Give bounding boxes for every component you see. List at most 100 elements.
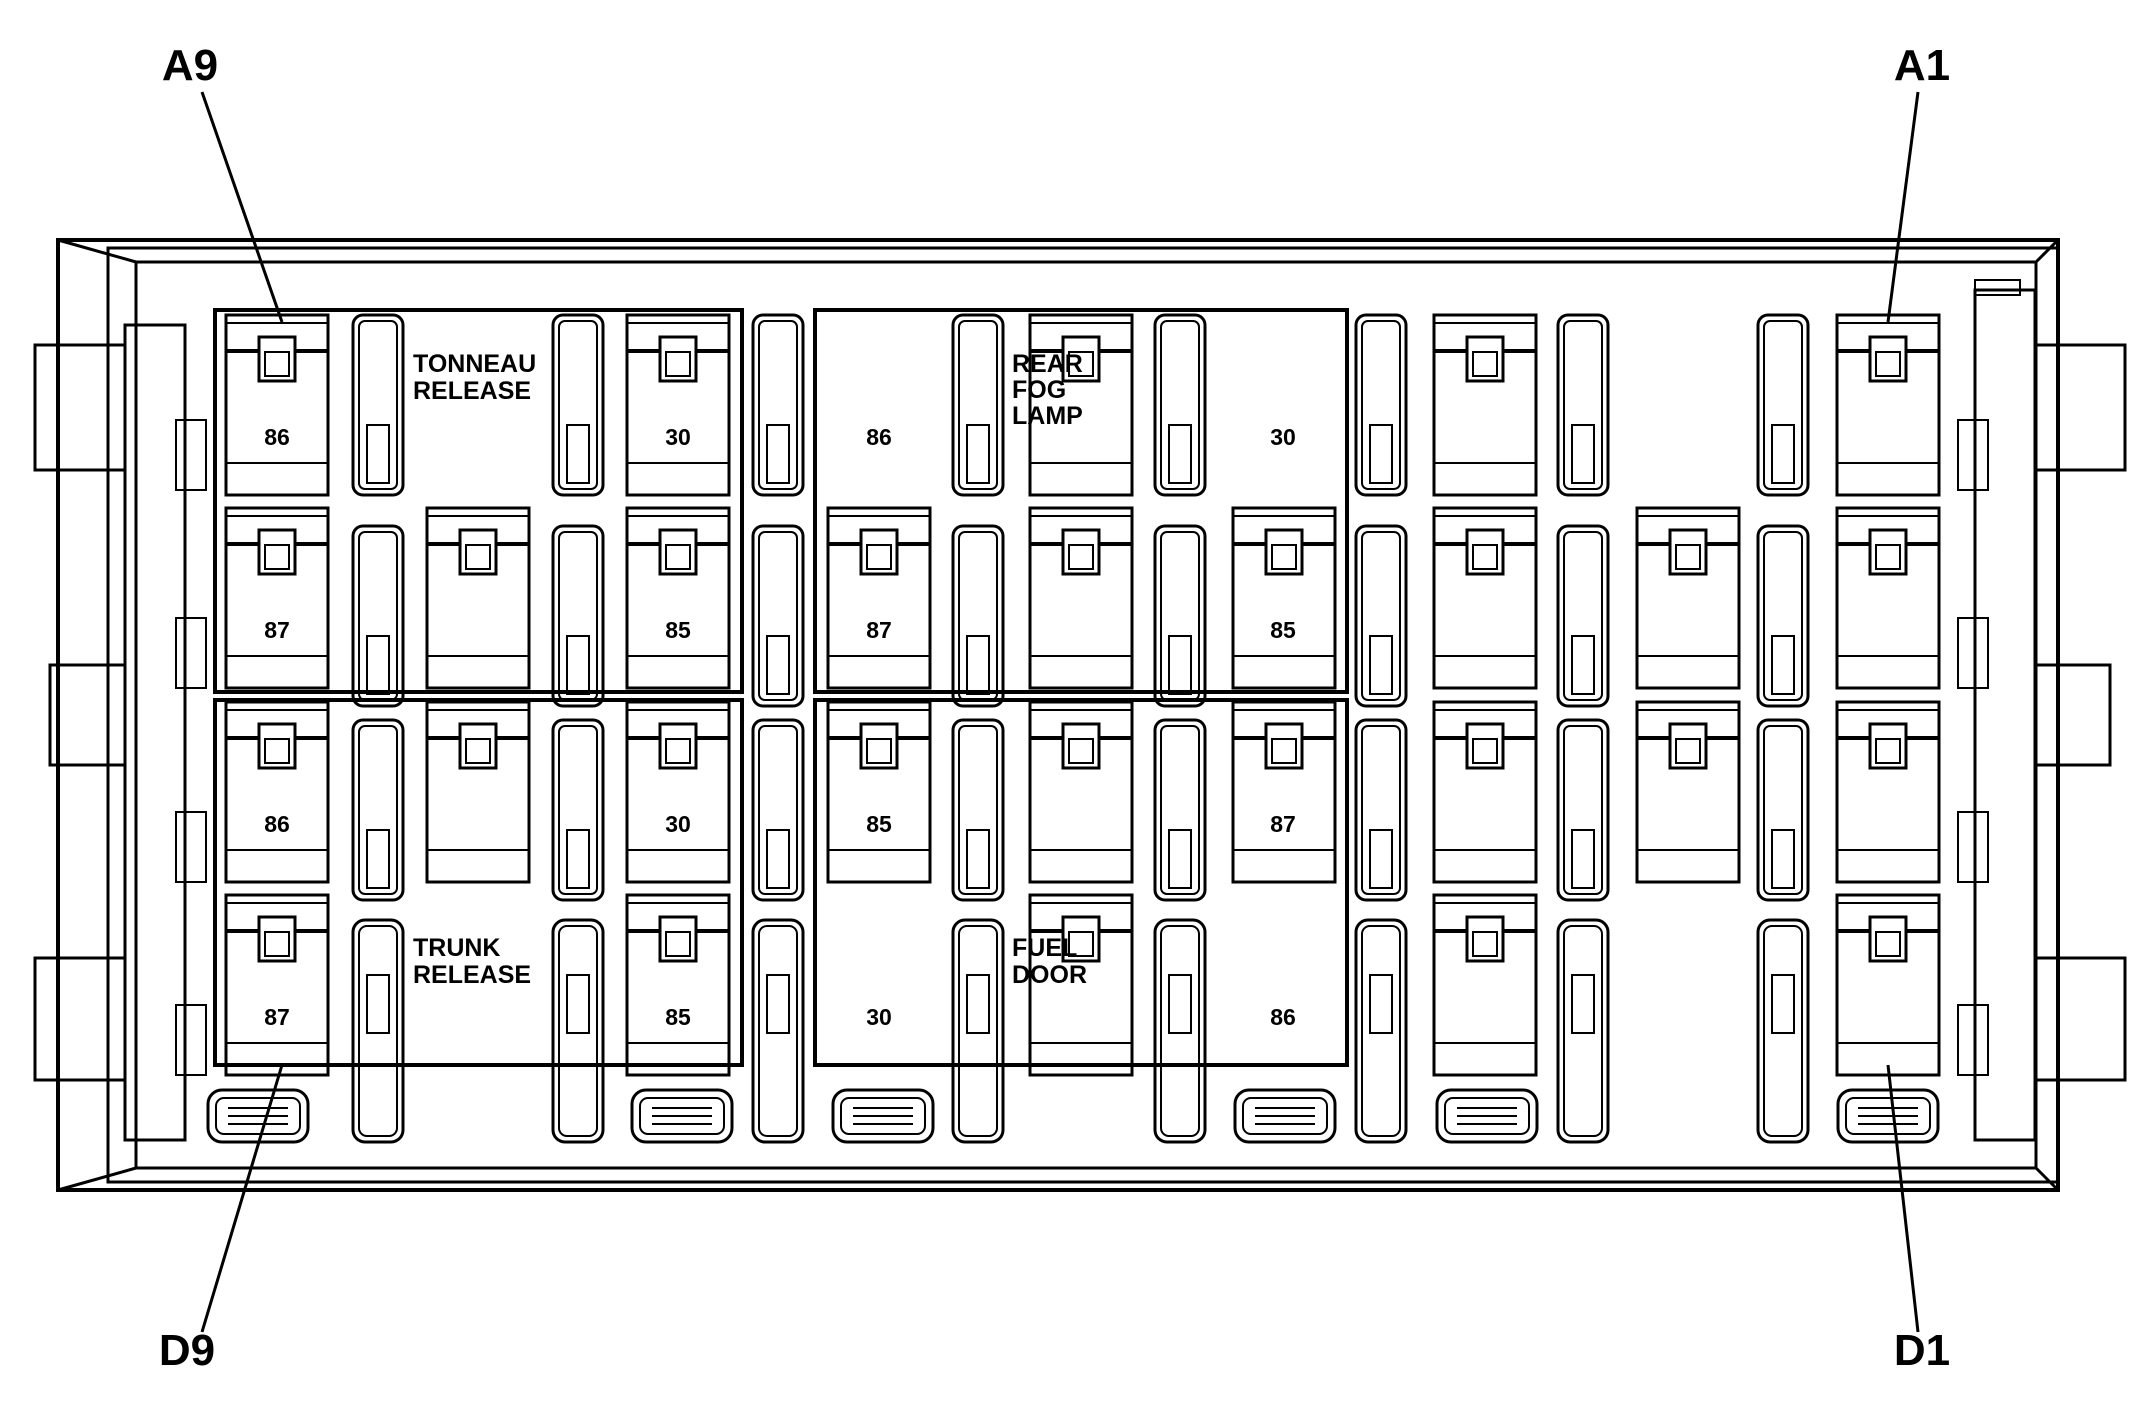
terminal-cavity [1231, 700, 1337, 884]
connector-housing [33, 238, 2127, 1192]
pin-rear-fog-85: 85 [1270, 617, 1296, 643]
locking-slot [1153, 313, 1207, 497]
terminal-cavity [826, 506, 932, 690]
locking-slot [1556, 313, 1610, 497]
terminal-cavity [224, 893, 330, 1077]
relay-outline-trunk [213, 698, 744, 1067]
locking-slot-long [1556, 918, 1610, 1144]
locking-slot [1354, 718, 1408, 902]
pin-tonneau-30: 30 [665, 424, 691, 450]
locking-slot [1756, 313, 1810, 497]
locking-slot [751, 313, 805, 497]
leader-d1 [1886, 1064, 1920, 1333]
pin-trunk-30: 30 [665, 811, 691, 837]
terminal-cavity [625, 506, 731, 690]
terminal-cavity [1432, 700, 1538, 884]
pin-tonneau-85: 85 [665, 617, 691, 643]
relay-outlines [213, 308, 1349, 1067]
keying-oval [1435, 1088, 1539, 1144]
locking-slot [1556, 718, 1610, 902]
keying-oval [1233, 1088, 1337, 1144]
corner-callouts [200, 91, 1920, 1333]
locking-slot [951, 524, 1005, 708]
bottom-keying-ovals [206, 1088, 1940, 1144]
relay-outline-fuel-door [813, 698, 1349, 1067]
locking-slot [1756, 718, 1810, 902]
locking-slot [551, 524, 605, 708]
relay-label-trunk: TRUNK RELEASE [413, 934, 531, 989]
locking-slot-long [751, 918, 805, 1144]
pin-fuel-door-86: 86 [1270, 1004, 1296, 1030]
locking-slot-long [1354, 918, 1408, 1144]
locking-slot [1354, 313, 1408, 497]
pin-trunk-86: 86 [264, 811, 290, 837]
locking-slot [351, 718, 405, 902]
locking-slot [1153, 718, 1207, 902]
terminal-cavity [1432, 893, 1538, 1077]
terminal-cavity [425, 700, 531, 884]
locking-slot [751, 524, 805, 708]
keying-oval [1836, 1088, 1940, 1144]
keying-oval [206, 1088, 310, 1144]
terminal-cavity [1635, 506, 1741, 690]
keying-oval [831, 1088, 935, 1144]
locking-slot-long [951, 918, 1005, 1144]
terminal-cavity [1028, 700, 1134, 884]
terminal-cavity [1028, 506, 1134, 690]
pin-labels: 86 30 87 85 86 30 87 85 86 30 87 85 85 8… [264, 424, 1296, 1030]
locking-slot-long [351, 918, 405, 1144]
pin-fuel-door-87: 87 [1270, 811, 1296, 837]
locking-slot [951, 718, 1005, 902]
terminal-cavity [1635, 700, 1741, 884]
terminal-cavity [1835, 700, 1941, 884]
terminal-cavity [1432, 506, 1538, 690]
leader-a9 [200, 91, 284, 323]
terminal-cavity [1432, 313, 1538, 497]
locking-slot-long [1756, 918, 1810, 1144]
corner-label-d9: D9 [159, 1326, 215, 1375]
pin-tonneau-86: 86 [264, 424, 290, 450]
locking-slot [551, 313, 605, 497]
terminal-cavity [224, 506, 330, 690]
pin-rear-fog-87: 87 [866, 617, 892, 643]
terminal-cavity [625, 313, 731, 497]
relay-label-tonneau: TONNEAU RELEASE [413, 350, 543, 405]
locking-slot [1556, 524, 1610, 708]
locking-slot [351, 313, 405, 497]
locking-slot [1354, 524, 1408, 708]
relay-label-rear-fog: REAR FOG LAMP [1012, 350, 1090, 430]
terminal-cavity [1835, 506, 1941, 690]
pin-rear-fog-86: 86 [866, 424, 892, 450]
corner-label-a1: A1 [1894, 41, 1950, 90]
terminal-slots [351, 313, 1810, 1144]
leader-d9 [200, 1064, 284, 1333]
locking-slot [551, 718, 605, 902]
locking-slot-long [551, 918, 605, 1144]
terminal-cavity [1835, 313, 1941, 497]
locking-slot [951, 313, 1005, 497]
terminal-cavity [1231, 506, 1337, 690]
relay-outline-tonneau [213, 308, 744, 694]
relay-outline-rear-fog [813, 308, 1349, 694]
locking-slot [1756, 524, 1810, 708]
terminal-cavity [625, 893, 731, 1077]
pin-tonneau-87: 87 [264, 617, 290, 643]
pin-fuel-door-85: 85 [866, 811, 892, 837]
terminal-cavity [826, 700, 932, 884]
locking-slot [751, 718, 805, 902]
locking-slot [351, 524, 405, 708]
pin-trunk-87: 87 [264, 1004, 290, 1030]
pin-trunk-85: 85 [665, 1004, 691, 1030]
terminal-cavity [224, 700, 330, 884]
relay-label-fuel-door: FUEL DOOR [1012, 934, 1087, 989]
terminal-cavity [224, 313, 330, 497]
corner-label-d1: D1 [1894, 1326, 1950, 1375]
pin-rear-fog-30: 30 [1270, 424, 1296, 450]
keying-oval [630, 1088, 734, 1144]
terminal-cavity [625, 700, 731, 884]
locking-slot-long [1153, 918, 1207, 1144]
corner-label-a9: A9 [162, 41, 218, 90]
pin-fuel-door-30: 30 [866, 1004, 892, 1030]
terminal-cavity [1835, 893, 1941, 1077]
